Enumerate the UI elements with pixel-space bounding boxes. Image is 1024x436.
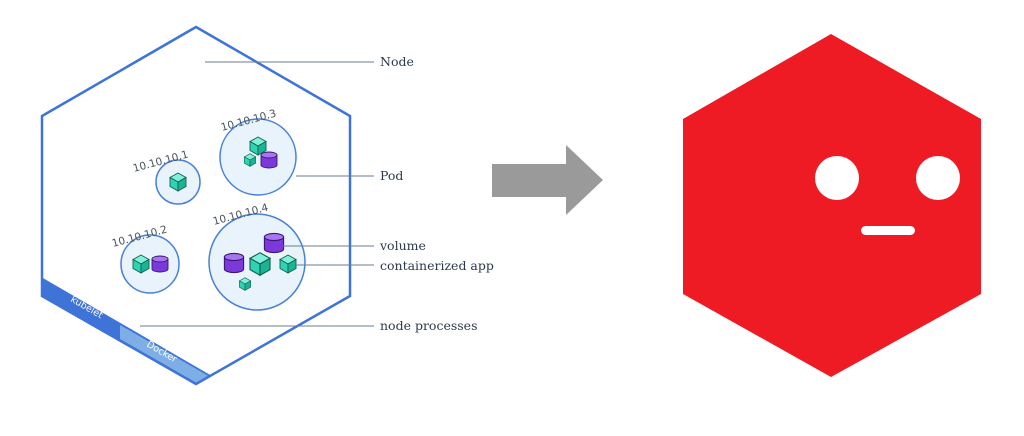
docker-band [120,325,212,384]
pod-label: Pod [380,168,403,183]
volume-icon [223,252,245,274]
right-arrow-icon [492,145,603,215]
container-icon [239,277,251,291]
right-eye [916,156,960,200]
containerized-app-label: containerized app [380,258,494,273]
container-icon [169,172,187,192]
volume-icon [263,232,285,254]
volume-icon [151,255,169,273]
node-processes-label: node processes [380,318,478,333]
node-hexagon: kubelet Docker [40,25,352,386]
node-outline [40,25,352,386]
node-processes-band [42,274,212,384]
mouth [861,226,915,235]
container-icon [132,254,150,274]
callout-lines [140,61,374,327]
left-eye [815,156,859,200]
container-icon [244,153,256,167]
sad-hexagon-icon [683,34,981,377]
node-label: Node [380,54,414,69]
container-icon [249,252,271,276]
error-hexagon [683,34,981,377]
volume-icon [260,151,278,169]
volume-label: volume [379,238,426,253]
container-icon [279,254,297,274]
